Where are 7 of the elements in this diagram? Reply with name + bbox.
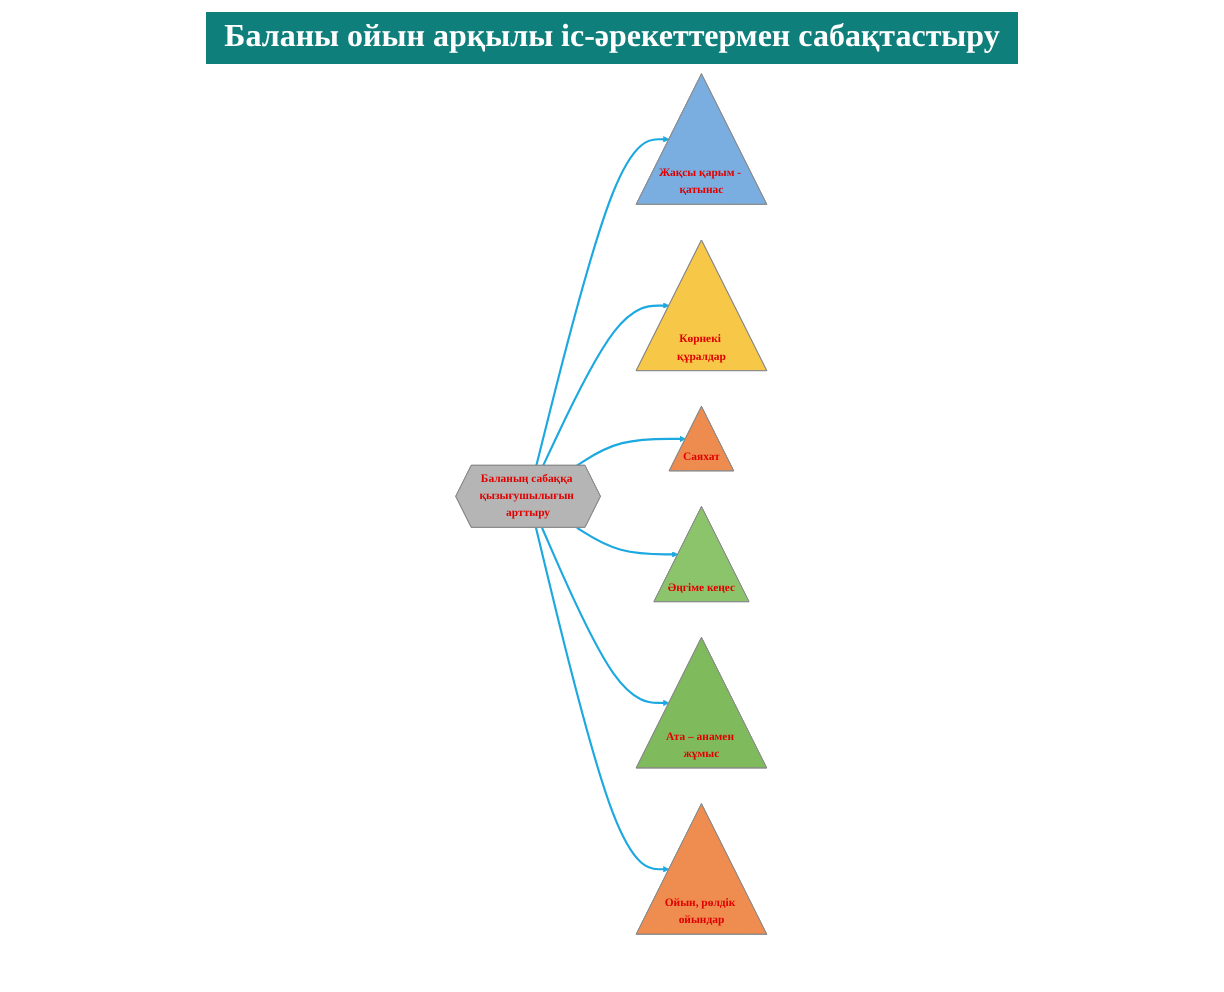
title-banner: Баланы ойын арқылы іс-әрекеттермен сабақтастыру (206, 12, 1018, 64)
arrow (535, 527, 671, 873)
arrow (577, 526, 680, 558)
arrow (542, 302, 671, 467)
arrow (577, 435, 687, 467)
arrow (536, 136, 671, 466)
arrow (541, 527, 671, 707)
